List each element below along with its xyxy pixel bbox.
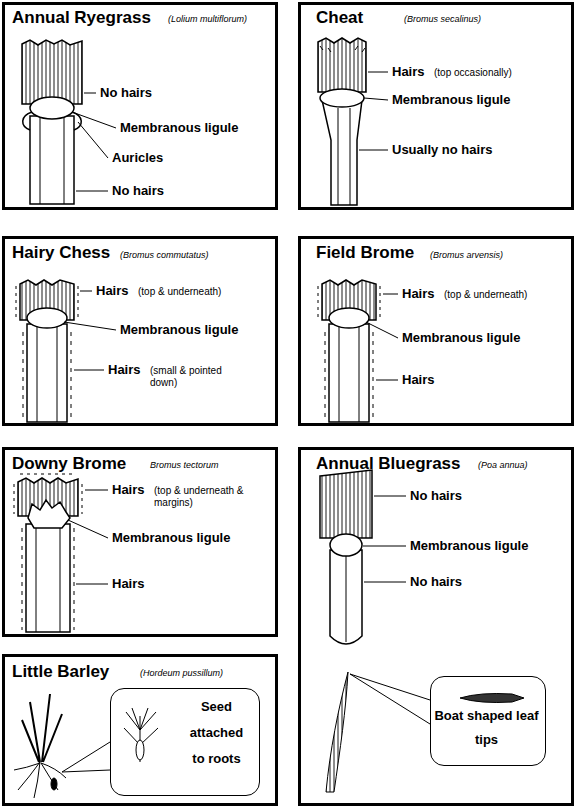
roots <box>14 762 66 798</box>
ligule <box>329 308 369 328</box>
feature-label: Hairs <box>112 576 145 592</box>
feature-label: No hairs <box>100 85 152 101</box>
hairs <box>22 528 74 630</box>
species-panel: Annual Bluegrass(Poa annua)No hairsMembr… <box>298 447 574 806</box>
leader-line <box>68 490 108 584</box>
ligule <box>330 534 362 556</box>
leader-line <box>359 72 388 150</box>
feature-label: No hairs <box>410 574 462 590</box>
leaf-sheath <box>27 324 67 422</box>
downy-brome-drawing <box>14 474 108 632</box>
latin-name: (Bromus arvensis) <box>430 250 503 261</box>
feature-label: (top & underneath) <box>138 286 221 298</box>
feature-label: Hairs <box>402 372 435 388</box>
plant-leaves <box>22 694 62 762</box>
species-panel: Cheat (Bromus secalinus) Hairs (top occasio… <box>298 2 574 210</box>
latin-name: Bromus tectorum <box>150 460 219 471</box>
species-name: Downy Brome <box>12 454 126 474</box>
latin-name: (Lolium multiflorum) <box>168 14 247 25</box>
species-name: Annual Bluegrass <box>316 454 461 474</box>
feature-label: Membranous ligule <box>120 120 238 136</box>
feature-label: Boat shaped leaf tips <box>434 704 540 752</box>
leaf-blade <box>318 38 366 92</box>
feature-label: Seed attached to roots <box>184 694 250 772</box>
species-name: Field Brome <box>316 243 414 263</box>
feature-label: Hairs <box>112 482 145 498</box>
species-panel: Little Barley (Hordeum pussillum) Seed att… <box>2 654 278 806</box>
leader-line <box>72 93 116 191</box>
cheat-drawing <box>318 38 388 205</box>
seed <box>136 740 144 760</box>
species-name: Annual Ryegrass <box>12 8 151 28</box>
pointer-line <box>62 742 110 772</box>
feature-label: Usually no hairs <box>392 142 492 158</box>
feature-label: Membranous ligule <box>112 530 230 546</box>
leaf-tip <box>460 694 524 703</box>
leaf-sheath <box>329 324 369 422</box>
sheath-lines <box>339 326 359 422</box>
callout-bubble: Seed attached to roots <box>110 688 260 796</box>
hairs <box>320 46 365 52</box>
feature-label: Membranous ligule <box>410 538 528 554</box>
seed <box>51 778 57 790</box>
leaf-sheath <box>330 550 362 644</box>
leaf-sheath <box>26 524 70 632</box>
latin-name: (Bromus secalinus) <box>404 14 481 25</box>
callout-bubble: Boat shaped leaf tips <box>430 676 546 766</box>
latin-name: (Bromus commutatus) <box>120 250 209 261</box>
feature-label: (top occasionally) <box>434 67 512 79</box>
feature-label: Membranous ligule <box>120 322 238 338</box>
feature-label: Auricles <box>112 150 163 166</box>
feature-label: Membranous ligule <box>392 92 510 108</box>
little-barley-drawing <box>14 694 158 798</box>
leaf-sheath <box>322 100 362 205</box>
leader-line <box>363 496 406 582</box>
leaf <box>326 672 348 792</box>
sheath-lines <box>40 118 64 204</box>
feature-label: (small & pointed down) <box>150 365 250 389</box>
species-name: Little Barley <box>12 662 109 682</box>
field-brome-drawing <box>318 280 398 422</box>
leaf-blade <box>22 40 82 104</box>
pointer-line <box>350 674 430 724</box>
sheath-lines <box>37 326 57 422</box>
latin-name: (Poa annua) <box>478 460 528 471</box>
feature-label: Hairs <box>96 283 129 299</box>
feature-label: (top & underneath & margins) <box>154 485 266 509</box>
ryegrass-drawing <box>22 40 116 204</box>
seed-awns <box>124 708 158 762</box>
leader-line <box>366 294 398 380</box>
feature-label: Hairs <box>108 362 141 378</box>
latin-name: (Hordeum pussillum) <box>140 668 223 679</box>
leaf-blade <box>320 470 372 538</box>
sheath-lines <box>338 108 350 205</box>
hairs <box>325 332 373 420</box>
species-panel: Downy Brome Bromus tectorumHairs (top & un… <box>2 447 278 637</box>
species-panel: Hairy Chess (Bromus commutatus) Hairs (top … <box>2 236 278 426</box>
feature-label: Membranous ligule <box>402 330 520 346</box>
species-panel: Annual Ryegrass (Lolium multiflorum) No ha… <box>2 2 278 210</box>
hairy-chess-drawing <box>16 280 116 422</box>
sheath-lines <box>36 526 60 632</box>
feature-label: Hairs <box>392 64 425 80</box>
leaf-sheath <box>30 116 74 204</box>
leader-line <box>64 291 116 370</box>
hairs <box>23 332 71 420</box>
ligule <box>28 500 70 528</box>
ligule <box>27 308 67 328</box>
species-panel: Field Brome (Bromus arvensis) Hairs (top & … <box>298 236 574 426</box>
species-name: Cheat <box>316 8 363 28</box>
species-name: Hairy Chess <box>12 243 110 263</box>
sheath-lines <box>346 556 347 642</box>
feature-label: No hairs <box>112 183 164 199</box>
feature-label: Hairs <box>402 286 435 302</box>
feature-label: No hairs <box>410 488 462 504</box>
ligule <box>320 89 364 107</box>
feature-label: (top & underneath) <box>444 289 527 301</box>
ligule <box>30 97 74 119</box>
